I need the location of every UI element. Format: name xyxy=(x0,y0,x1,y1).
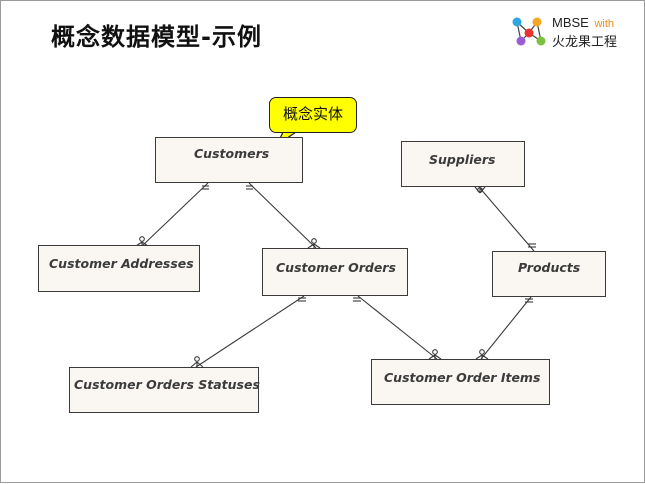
concept-entity-callout: 概念实体 xyxy=(269,97,357,133)
rel-orders-items xyxy=(353,295,442,360)
entity-suppliers[interactable]: Suppliers xyxy=(401,141,525,187)
rel-customers-addresses xyxy=(135,182,209,247)
logo-with-text: with xyxy=(594,18,615,30)
page-title: 概念数据模型-示例 xyxy=(51,23,262,51)
logo-mbse-text: MBSE xyxy=(552,15,589,30)
entity-label: Customers xyxy=(194,146,270,161)
logo-subtitle: 火龙果工程 xyxy=(552,35,618,50)
entity-customer-order-items[interactable]: Customer Order Items xyxy=(371,359,550,405)
entity-label: Products xyxy=(518,260,581,275)
mbse-logo: MBSE with 火龙果工程 xyxy=(509,13,639,50)
rel-customers-orders xyxy=(246,182,321,249)
entity-label: Customer Addresses xyxy=(49,256,194,271)
entity-customer-orders-statuses[interactable]: Customer Orders Statuses xyxy=(69,367,260,413)
entity-label: Customer Order Items xyxy=(384,370,541,385)
rel-products-items xyxy=(475,296,533,360)
logo-brand: MBSE with xyxy=(552,15,614,30)
entity-customers[interactable]: Customers xyxy=(155,137,303,183)
entity-label: Customer Orders xyxy=(276,260,396,275)
entity-products[interactable]: Products xyxy=(492,251,606,297)
entity-customer-orders[interactable]: Customer Orders xyxy=(262,248,408,296)
entity-customer-addresses[interactable]: Customer Addresses xyxy=(38,245,200,292)
rel-suppliers-products xyxy=(474,186,536,252)
entity-label: Suppliers xyxy=(429,152,496,167)
logo-molecule-icon xyxy=(512,17,546,46)
entity-label: Customer Orders Statuses xyxy=(74,377,260,392)
rel-orders-statuses xyxy=(190,295,306,368)
